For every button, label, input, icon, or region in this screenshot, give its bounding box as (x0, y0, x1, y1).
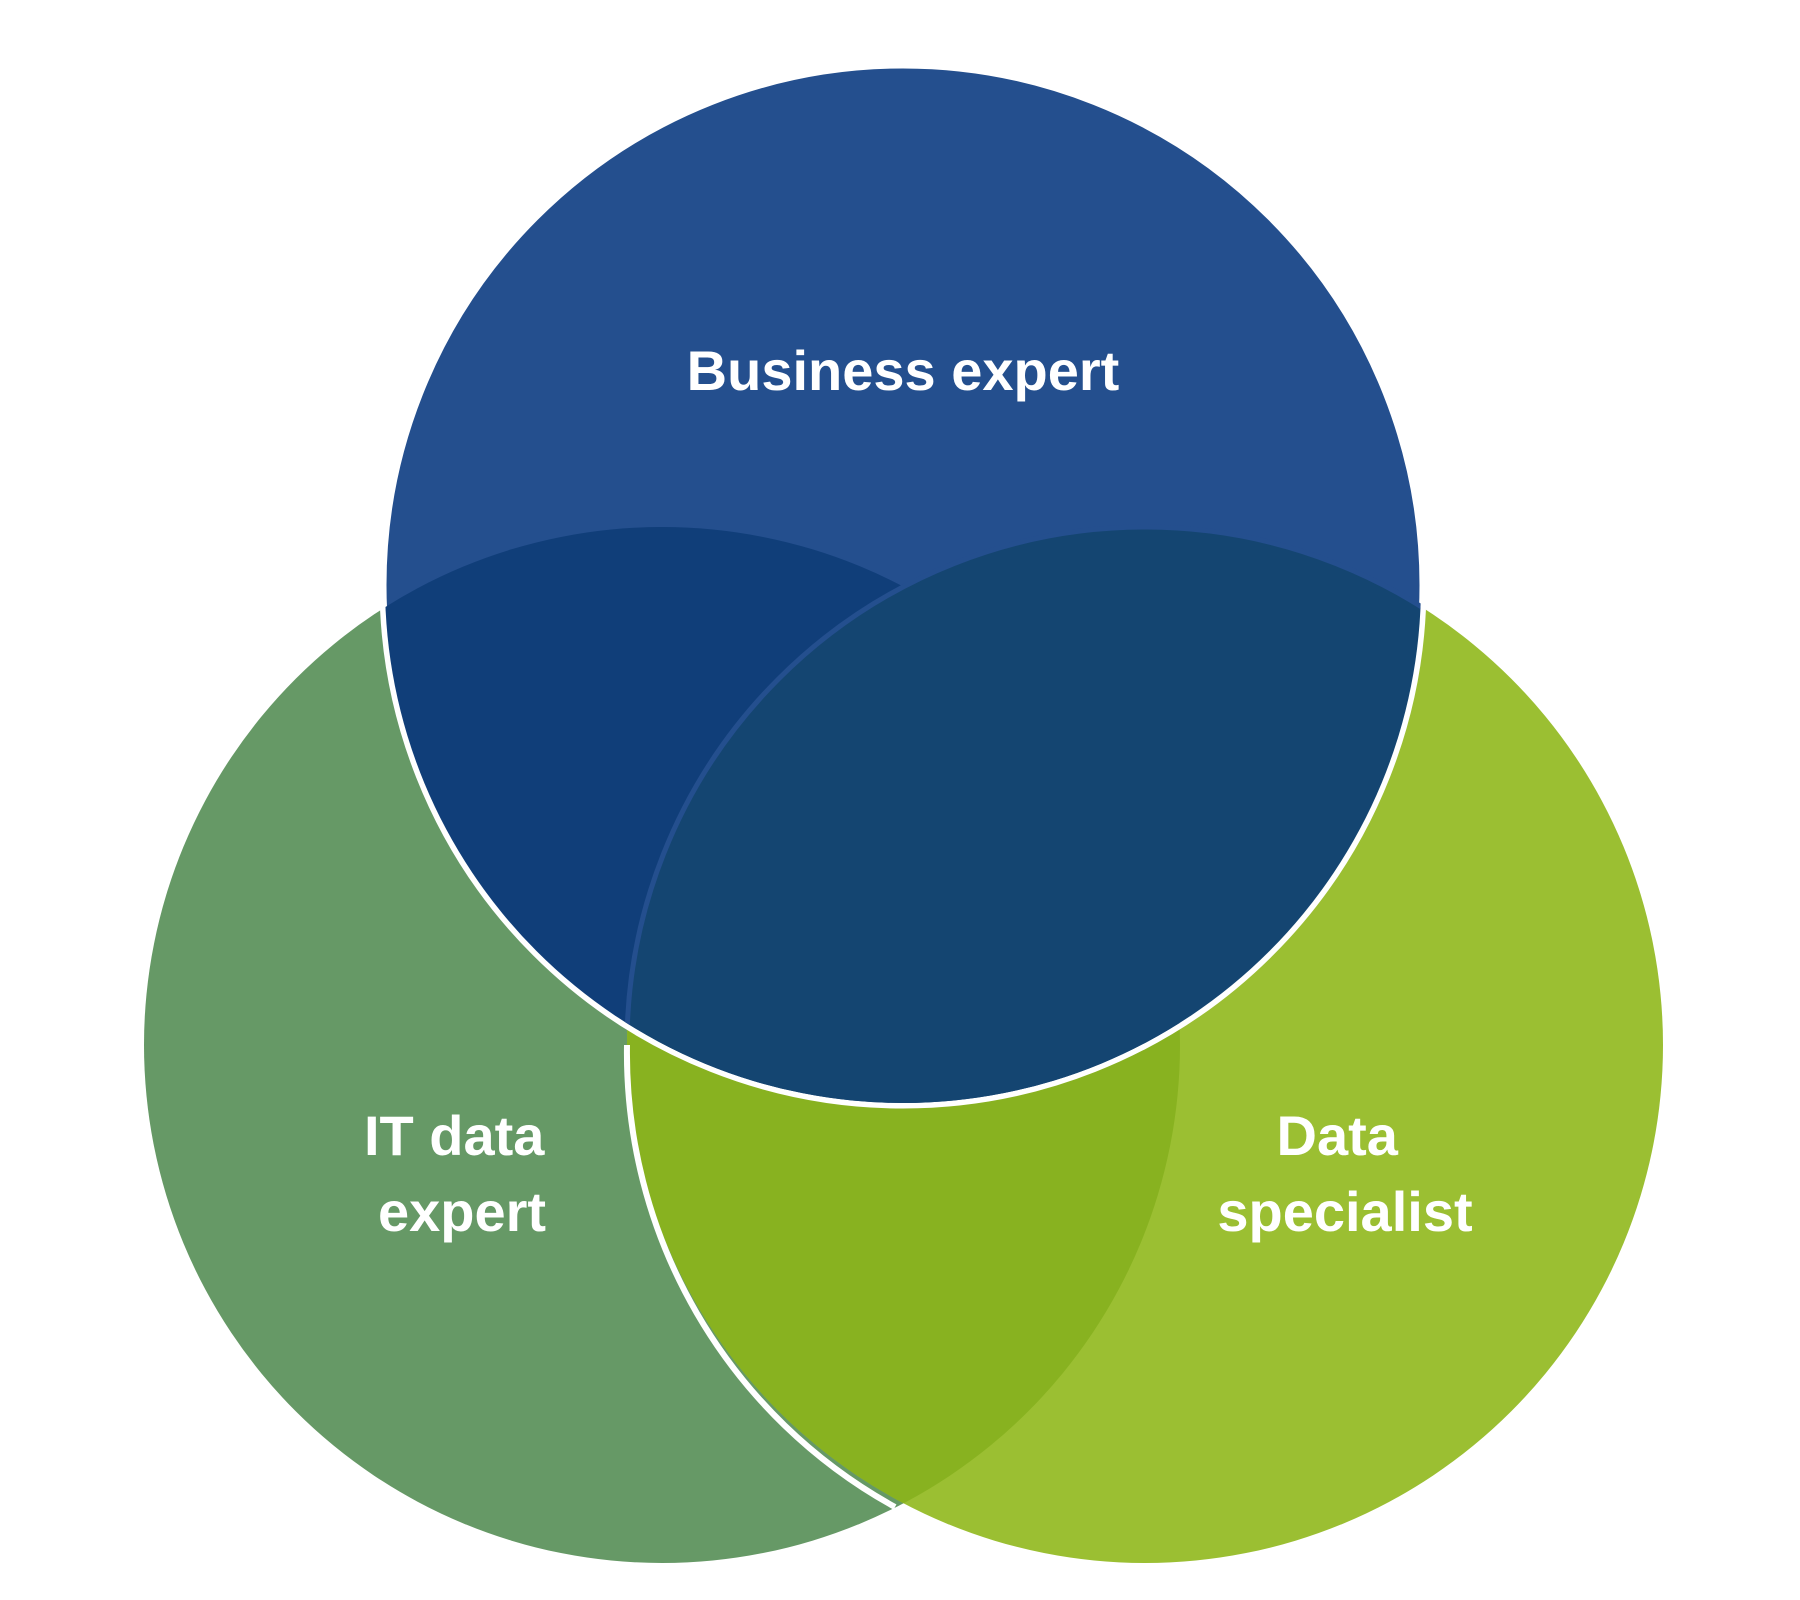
data-circle-edge (623, 1044, 897, 1510)
business-expert-label: Business expert (687, 339, 1120, 402)
business-expert-label-line: Business expert (687, 339, 1120, 402)
data-specialist-label: Data specialist (1217, 1104, 1472, 1243)
data-specialist-label-line-2: specialist (1217, 1180, 1472, 1243)
it-data-expert-label-line-2: expert (378, 1180, 546, 1243)
it-data-expert-label: IT data expert (364, 1104, 560, 1243)
data-specialist-label-line-1: Data (1277, 1104, 1399, 1167)
it-data-expert-label-line-1: IT data (364, 1104, 545, 1167)
